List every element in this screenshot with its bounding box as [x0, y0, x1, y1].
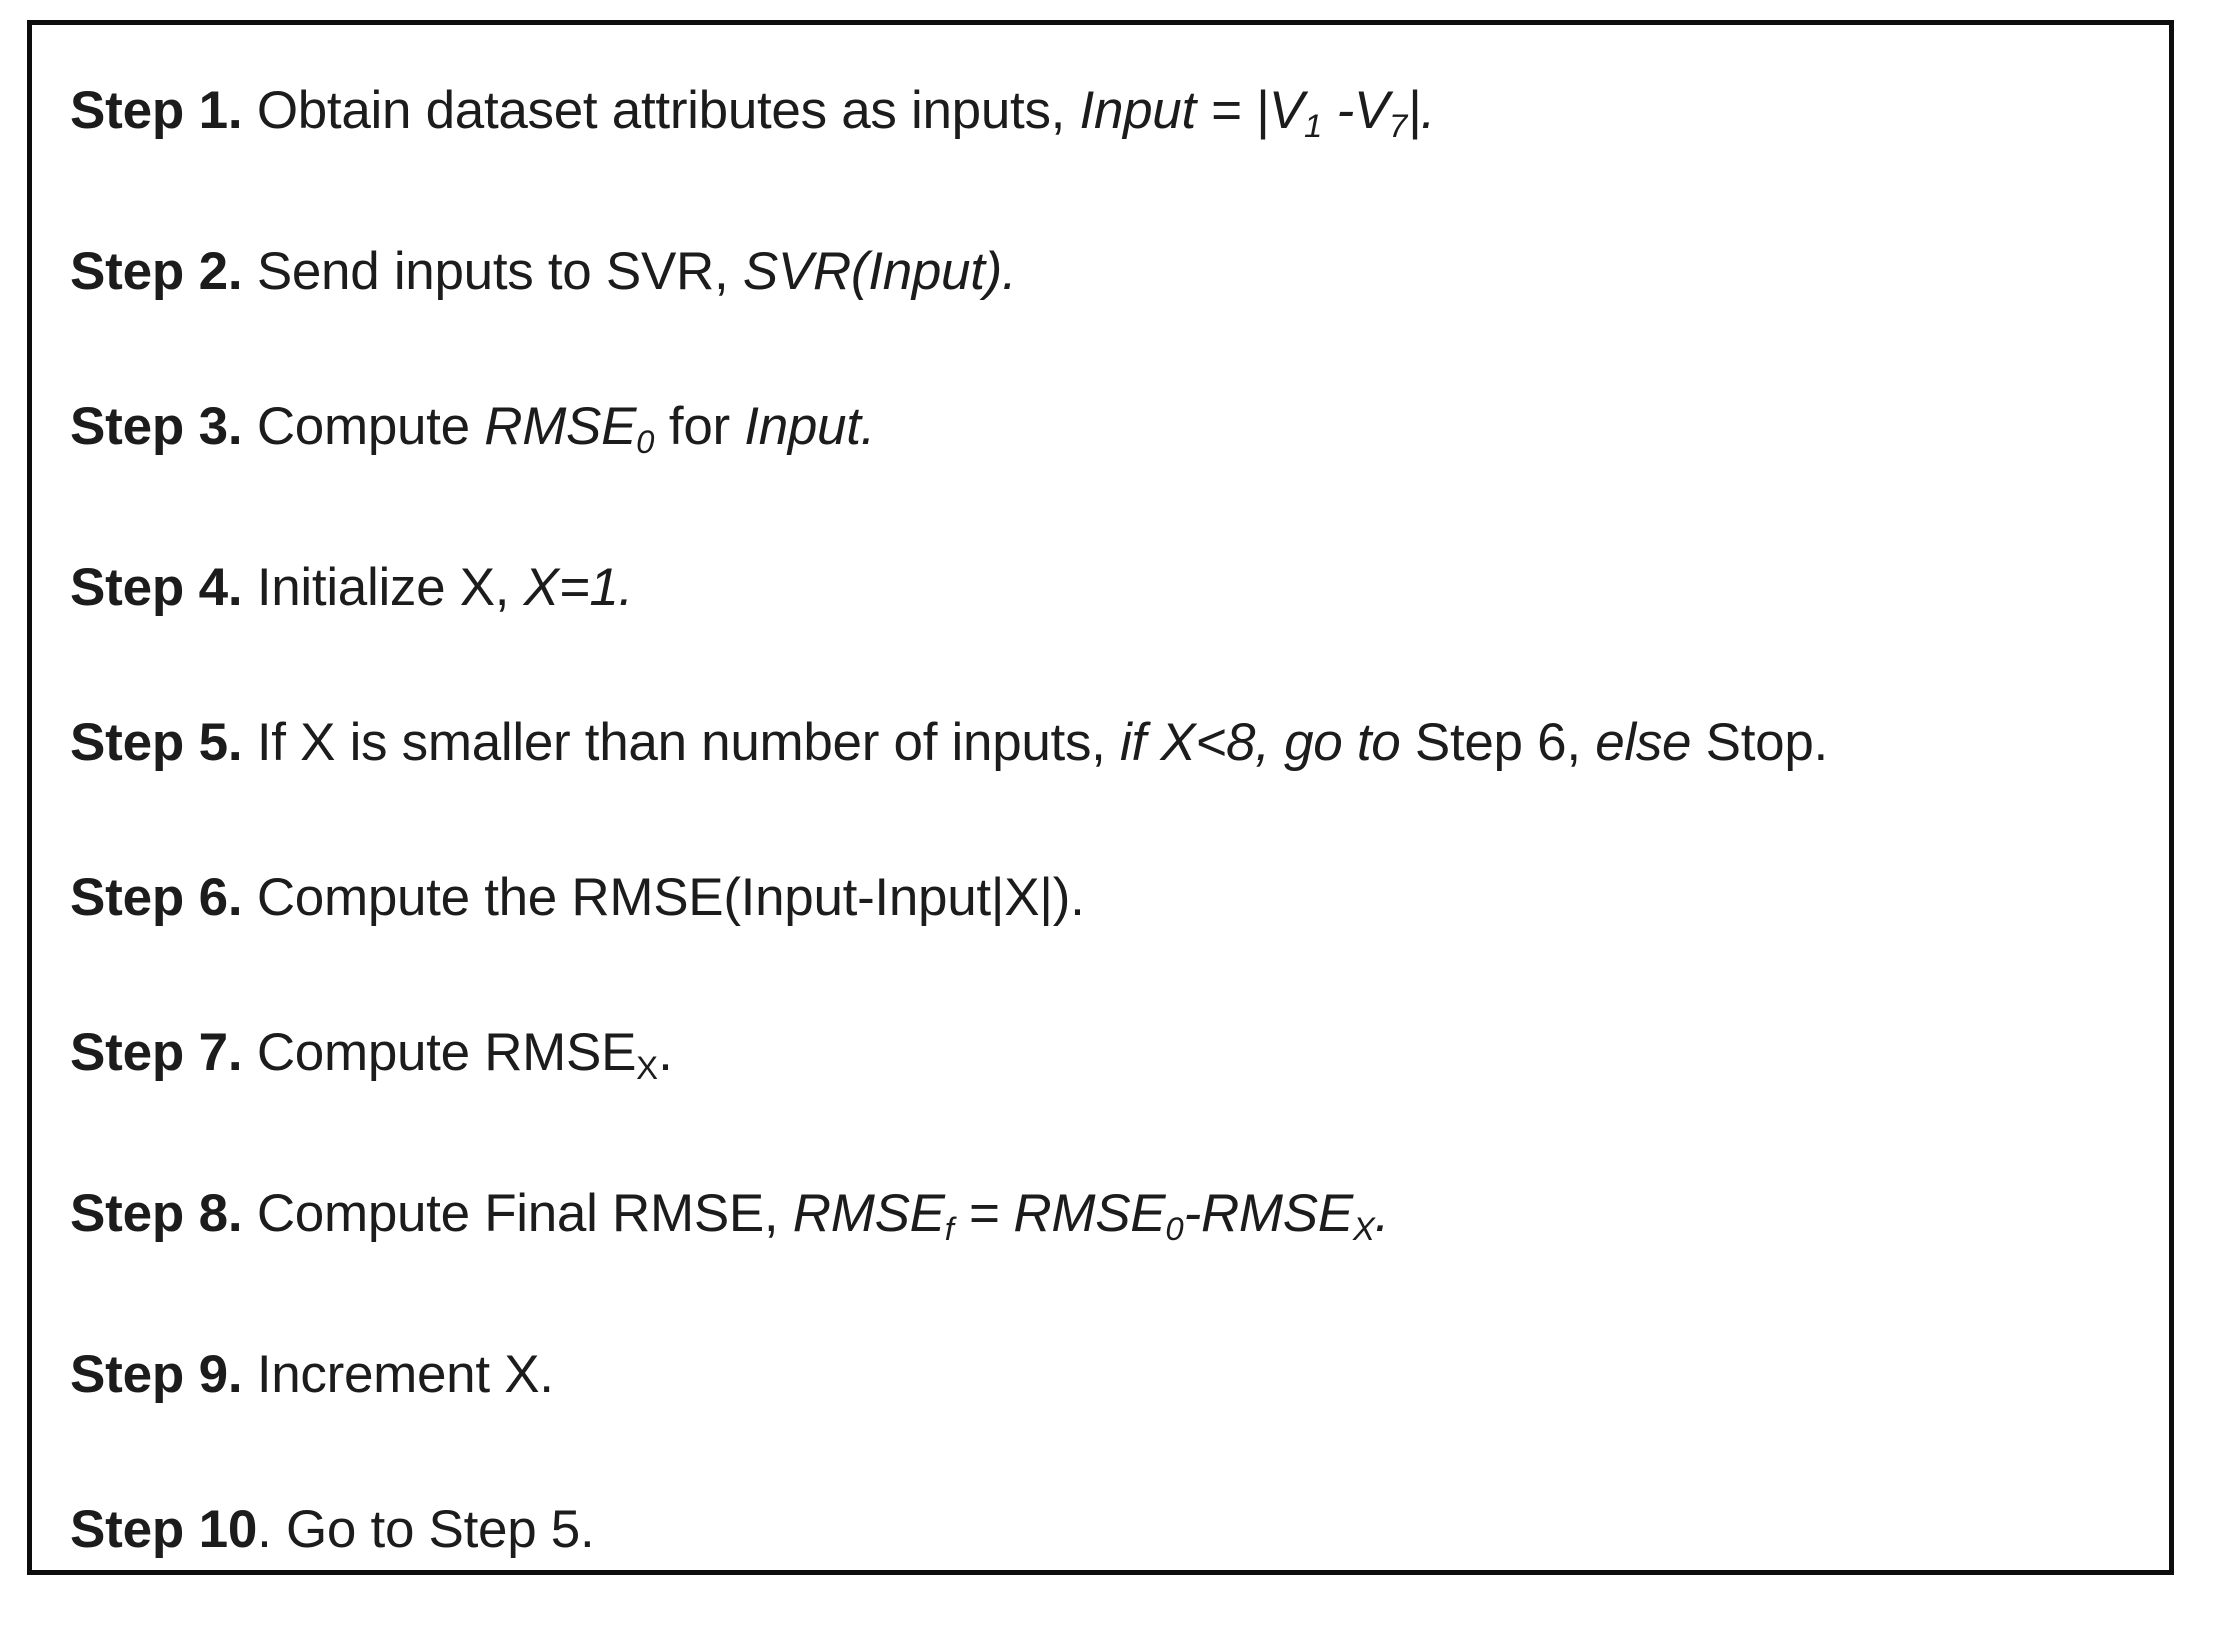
step-2-text: Send inputs to SVR,: [256, 242, 729, 301]
step-4-text: Initialize X,: [256, 558, 510, 617]
step-7-text-a: Compute RMSE: [256, 1023, 637, 1082]
step-4-label: Step 4.: [70, 558, 243, 617]
step-3-label: Step 3.: [70, 397, 243, 456]
algorithm-step-7: Step 7. Compute RMSEX.: [70, 975, 2151, 1136]
step-5-formula2: else: [1595, 713, 1692, 772]
step-5-label: Step 5.: [70, 713, 243, 772]
step-7-label: Step 7.: [70, 1023, 243, 1082]
step-1-text: Obtain dataset attributes as inputs,: [256, 81, 1066, 140]
step-8-formula-eq: = RMSE: [953, 1184, 1166, 1243]
step-5-tail: Stop.: [1705, 713, 1829, 772]
step-1-formula-eq: = |V: [1195, 81, 1304, 140]
step-4-formula: X=1.: [523, 558, 634, 617]
step-8-formula-rmse-f: RMSE: [792, 1184, 945, 1243]
step-3-formula2: Input.: [744, 397, 876, 456]
step-8-formula-end: .: [1374, 1184, 1390, 1243]
step-8-formula-sub-0: 0: [1165, 1209, 1184, 1247]
step-1-formula-end: |.: [1407, 81, 1436, 140]
step-3-mid: for: [668, 397, 730, 456]
step-9-label: Step 9.: [70, 1345, 243, 1404]
algorithm-steps-list: Step 1. Obtain dataset attributes as inp…: [70, 33, 2151, 1607]
step-3-formula-rmse: RMSE: [484, 397, 637, 456]
step-5-mid: Step 6,: [1414, 713, 1581, 772]
step-1-formula: Input = |V1 -V7|.: [1079, 81, 1436, 144]
step-2-formula: SVR(Input).: [742, 242, 1017, 301]
step-8-label: Step 8.: [70, 1184, 243, 1243]
step-3-text: Compute: [256, 397, 470, 456]
algorithm-step-2: Step 2. Send inputs to SVR, SVR(Input).: [70, 194, 2151, 349]
step-10-label: Step 10: [70, 1500, 258, 1559]
step-8-formula-sub-f: f: [944, 1209, 954, 1247]
step-1-formula-sub1: 1: [1303, 106, 1323, 144]
step-8-formula-minus: -RMSE: [1183, 1184, 1354, 1243]
step-10-text: . Go to Step 5.: [257, 1500, 595, 1559]
step-1-formula-sub2: 7: [1389, 106, 1408, 144]
algorithm-step-4: Step 4. Initialize X, X=1.: [70, 510, 2151, 665]
step-6-label: Step 6.: [70, 868, 243, 927]
algorithm-step-3: Step 3. Compute RMSE0 for Input.: [70, 349, 2151, 510]
step-7-text-b: .: [658, 1023, 673, 1082]
algorithm-box: Step 1. Obtain dataset attributes as inp…: [27, 20, 2174, 1575]
step-6-text: Compute the RMSE(Input-Input|X|).: [256, 868, 1085, 927]
step-8-formula: RMSEf = RMSE0-RMSEX.: [792, 1184, 1390, 1247]
algorithm-step-8: Step 8. Compute Final RMSE, RMSEf = RMSE…: [70, 1136, 2151, 1297]
algorithm-step-10: Step 10. Go to Step 5.: [70, 1452, 2151, 1607]
step-1-formula-minus: -V: [1322, 81, 1390, 140]
algorithm-step-9: Step 9. Increment X.: [70, 1297, 2151, 1452]
step-5-formula: if X<8, go to: [1120, 713, 1401, 772]
step-8-text: Compute Final RMSE,: [256, 1184, 779, 1243]
step-8-formula-sub-x: X: [1352, 1209, 1375, 1247]
step-9-text: Increment X.: [256, 1345, 554, 1404]
algorithm-step-5: Step 5. If X is smaller than number of i…: [70, 665, 2151, 820]
step-2-label: Step 2.: [70, 242, 243, 301]
algorithm-step-1: Step 1. Obtain dataset attributes as inp…: [70, 33, 2151, 194]
step-1-label: Step 1.: [70, 81, 243, 140]
step-7-text: Compute RMSEX.: [256, 1023, 673, 1086]
step-5-text: If X is smaller than number of inputs,: [256, 713, 1106, 772]
step-3-formula: RMSE0: [484, 397, 654, 460]
algorithm-step-6: Step 6. Compute the RMSE(Input-Input|X|)…: [70, 820, 2151, 975]
step-3-formula-sub: 0: [636, 422, 655, 460]
step-7-subscript: X: [636, 1048, 659, 1086]
step-1-formula-input: Input: [1079, 81, 1197, 140]
